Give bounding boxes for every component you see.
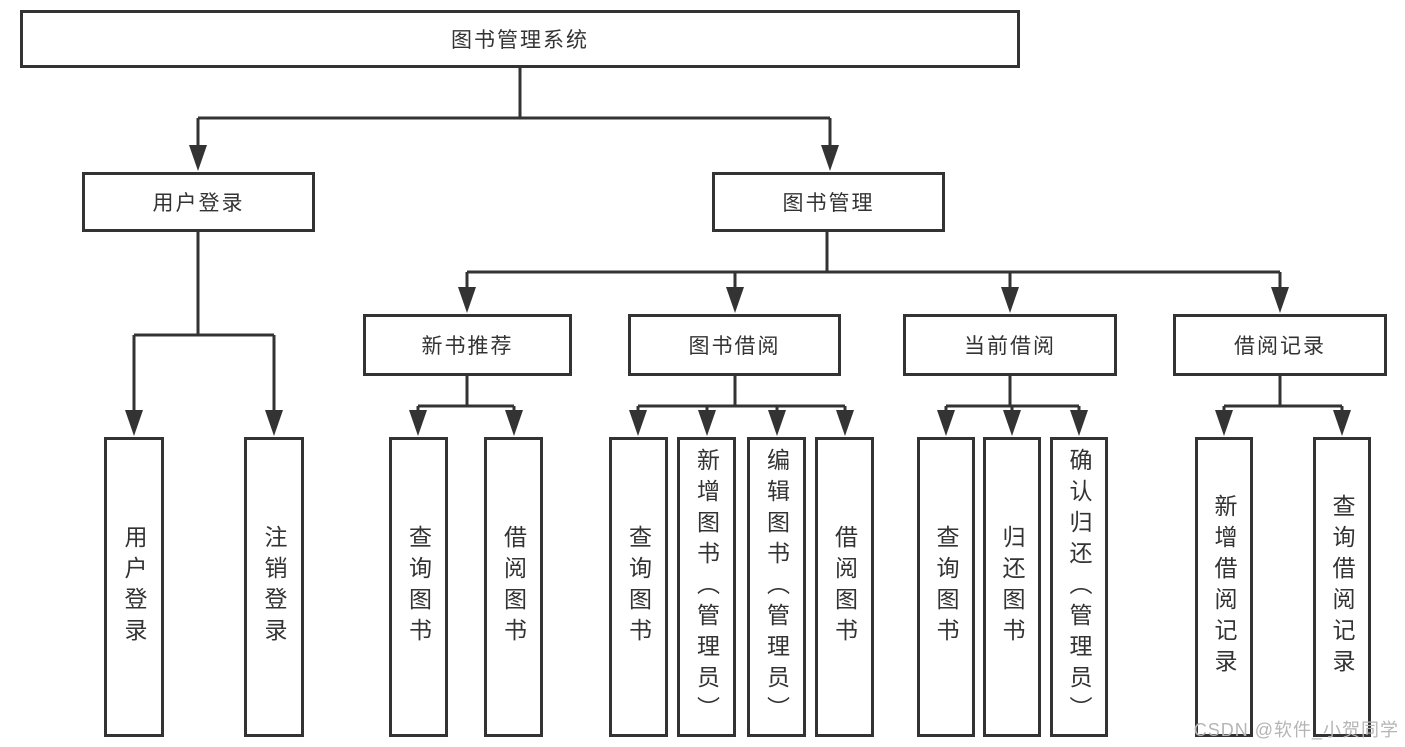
arrowhead-icon <box>768 410 786 436</box>
leaf-return-books: 归还图书 <box>983 437 1041 737</box>
node-library-management-system-label: 图书管理系统 <box>451 29 589 52</box>
node-current-borrowing-label: 当前借阅 <box>964 335 1056 358</box>
arrowhead-icon <box>726 287 744 313</box>
arrowhead-icon <box>125 410 143 436</box>
leaf-query-borrow-record: 查询借阅记录 <box>1313 437 1371 737</box>
node-book-borrowing-label: 图书借阅 <box>688 335 781 358</box>
leaf-query-books-1-label: 查询图书 <box>405 525 432 649</box>
leaf-borrow-books-1-label: 借阅图书 <box>500 525 527 649</box>
arrowhead-icon <box>189 145 207 171</box>
leaf-edit-books-admin: 编辑图书（管理员） <box>747 437 806 737</box>
leaf-logout: 注销登录 <box>244 437 304 737</box>
arrowhead-icon <box>1001 287 1019 313</box>
arrowhead-icon <box>265 410 283 436</box>
leaf-query-books-3: 查询图书 <box>917 437 975 737</box>
node-new-book-recommendation: 新书推荐 <box>363 314 572 376</box>
arrowhead-icon <box>1003 410 1021 436</box>
arrowhead-icon <box>1070 410 1088 436</box>
leaf-query-books-2: 查询图书 <box>609 437 668 737</box>
leaf-add-books-admin: 新增图书（管理员） <box>677 437 736 737</box>
node-borrowing-records-label: 借阅记录 <box>1234 335 1326 358</box>
arrowhead-icon <box>409 410 427 436</box>
leaf-add-books-admin-label: 新增图书（管理员） <box>693 447 720 727</box>
arrowhead-icon <box>1271 287 1289 313</box>
leaf-query-borrow-record-label: 查询借阅记录 <box>1329 494 1355 680</box>
leaf-add-borrow-record-label: 新增借阅记录 <box>1211 494 1237 680</box>
connector-new-book-to-leaves <box>416 376 516 416</box>
arrowhead-icon <box>836 410 854 436</box>
node-borrowing-records: 借阅记录 <box>1173 314 1387 376</box>
leaf-return-books-label: 归还图书 <box>999 525 1025 649</box>
arrowhead-icon <box>1215 410 1233 436</box>
leaf-edit-books-admin-label: 编辑图书（管理员） <box>763 447 790 727</box>
node-current-borrowing: 当前借阅 <box>903 314 1117 376</box>
connector-book-management-to-level3 <box>465 232 1282 292</box>
connector-borrowing-records-to-leaves <box>1222 376 1344 416</box>
leaf-borrow-books-2-label: 借阅图书 <box>831 525 858 649</box>
arrowhead-icon <box>505 410 523 436</box>
leaf-user-login-label: 用户登录 <box>121 525 147 649</box>
node-library-management-system: 图书管理系统 <box>20 10 1020 68</box>
connector-current-borrowing-to-leaves <box>944 376 1081 416</box>
node-user-login: 用户登录 <box>82 172 315 232</box>
node-user-login-label: 用户登录 <box>152 192 245 215</box>
leaf-borrow-books-2: 借阅图书 <box>815 437 874 737</box>
leaf-query-books-3-label: 查询图书 <box>933 525 959 649</box>
node-book-management: 图书管理 <box>712 172 945 232</box>
arrowhead-icon <box>937 410 955 436</box>
leaf-borrow-books-1: 借阅图书 <box>484 437 543 737</box>
connector-root-to-level2 <box>196 68 832 150</box>
leaf-query-books-2-label: 查询图书 <box>625 525 652 649</box>
leaf-query-books-1: 查询图书 <box>389 437 448 737</box>
leaf-add-borrow-record: 新增借阅记录 <box>1195 437 1253 737</box>
connector-book-borrowing-to-leaves <box>636 376 847 416</box>
node-book-borrowing: 图书借阅 <box>628 314 841 376</box>
arrowhead-icon <box>698 410 716 436</box>
arrowhead-icon <box>1333 410 1351 436</box>
leaf-logout-label: 注销登录 <box>261 525 287 649</box>
node-book-management-label: 图书管理 <box>782 192 875 215</box>
connector-user-login-to-leaves <box>132 232 276 416</box>
arrowhead-icon <box>458 287 476 313</box>
arrowhead-icon <box>821 145 839 171</box>
leaf-user-login: 用户登录 <box>104 437 164 737</box>
node-new-book-recommendation-label: 新书推荐 <box>421 335 514 358</box>
leaf-confirm-return-admin-label: 确认归还（管理员） <box>1066 447 1092 727</box>
csdn-watermark: CSDN @软件_小贺同学 <box>1193 720 1399 740</box>
arrowhead-icon <box>629 410 647 436</box>
leaf-confirm-return-admin: 确认归还（管理员） <box>1050 437 1108 737</box>
